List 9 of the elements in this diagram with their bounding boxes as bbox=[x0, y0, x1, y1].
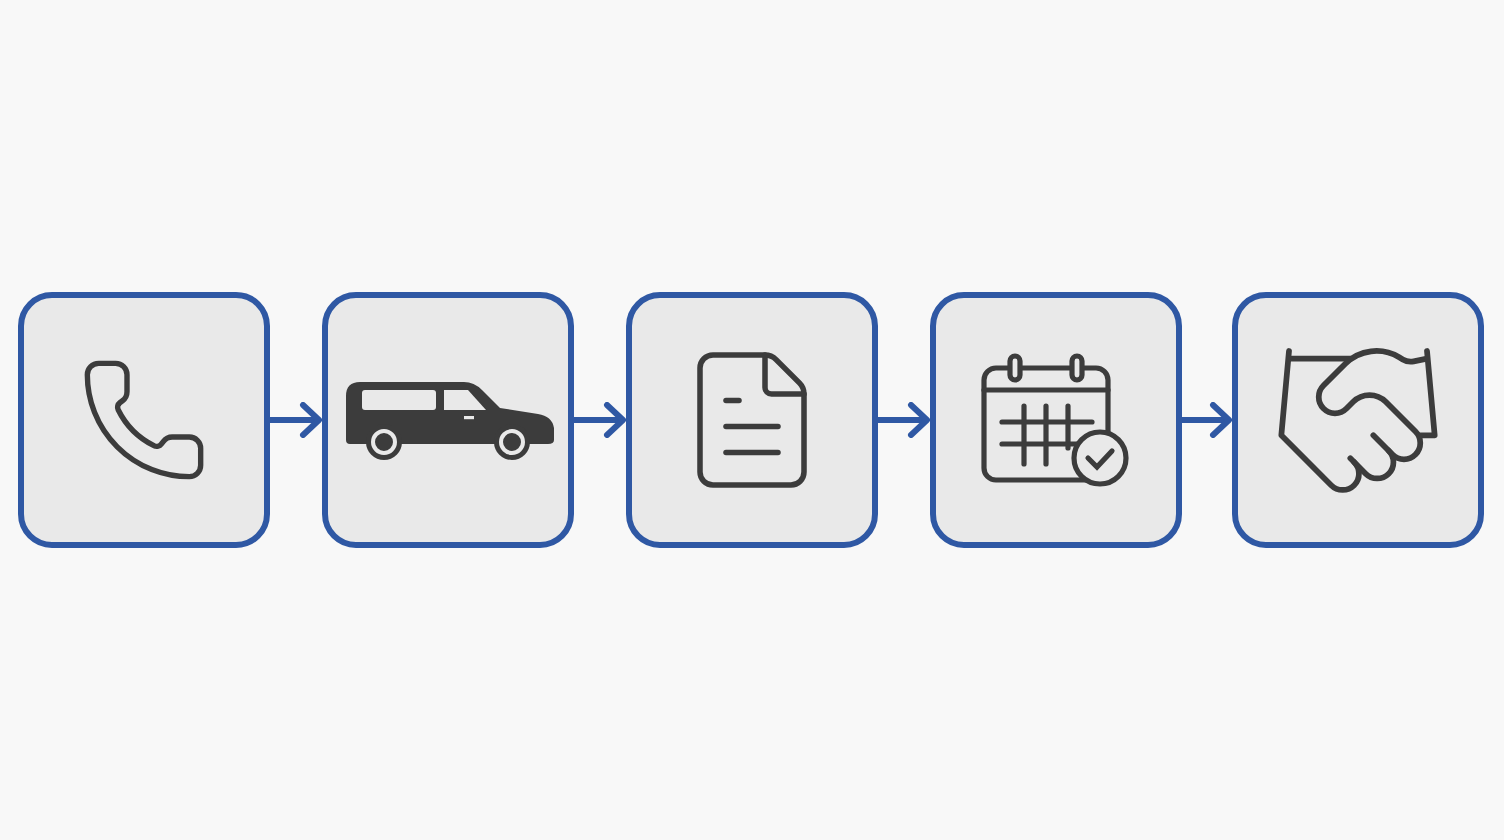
arrow bbox=[270, 402, 322, 438]
arrow bbox=[574, 402, 626, 438]
step-box bbox=[322, 292, 574, 548]
step-box bbox=[930, 292, 1182, 548]
step-box bbox=[626, 292, 878, 548]
step-box bbox=[1232, 292, 1484, 548]
arrow bbox=[1182, 402, 1232, 438]
arrow bbox=[878, 402, 930, 438]
step-box bbox=[18, 292, 270, 548]
